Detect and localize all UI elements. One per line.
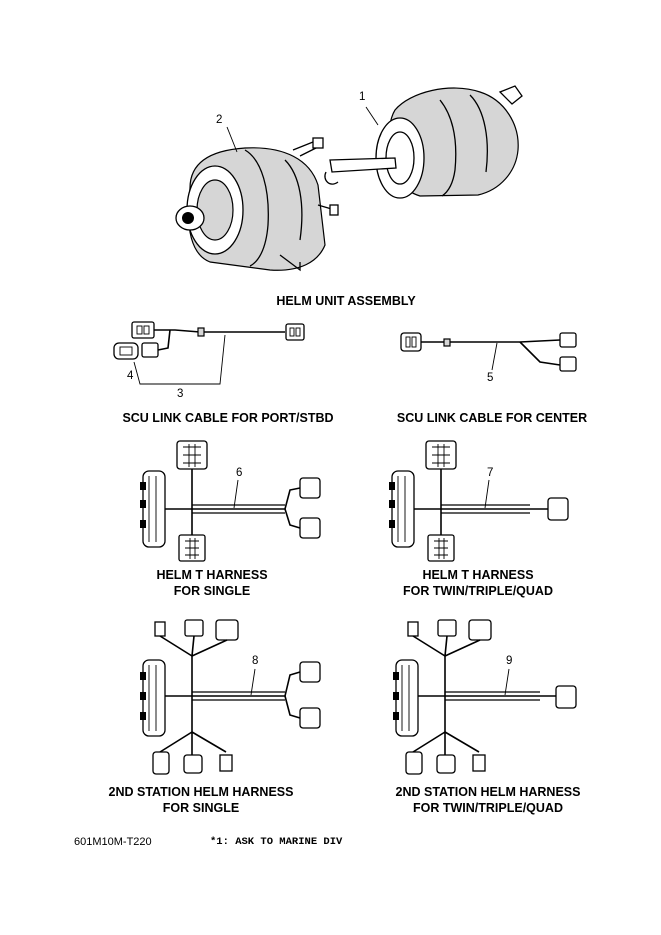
callout-8: 8 (252, 655, 259, 667)
callout-3: 3 (177, 388, 184, 400)
caption-second-station-twin-line2: FOR TWIN/TRIPLE/QUAD (413, 801, 563, 815)
callout-2: 2 (216, 114, 223, 126)
callout-4: 4 (127, 370, 134, 382)
leader-1 (365, 106, 379, 126)
caption-helm-t-single-line2: FOR SINGLE (173, 584, 251, 598)
footnote: *1: ASK TO MARINE DIV (210, 836, 343, 848)
caption-helm-t-twin-line1: HELM T HARNESS (422, 568, 534, 582)
caption-second-station-single-line2: FOR SINGLE (162, 801, 240, 815)
callout-6: 6 (236, 467, 243, 479)
diagram-code: 601M10M-T220 (74, 836, 152, 848)
second-station-harness-single (140, 619, 321, 775)
leader-9 (504, 668, 510, 696)
leader-3 (133, 334, 226, 385)
scu-link-cable-port-stbd (113, 321, 305, 360)
callout-9: 9 (506, 655, 513, 667)
second-station-harness-twin (393, 619, 577, 775)
leader-8 (250, 668, 256, 696)
helm-t-harness-twin (389, 440, 569, 562)
caption-second-station-single-line1: 2ND STATION HELM HARNESS (108, 785, 294, 799)
callout-1: 1 (359, 91, 366, 103)
callout-5: 5 (487, 372, 494, 384)
helm-pump-part-2 (175, 137, 339, 272)
caption-helm-unit-assembly: HELM UNIT ASSEMBLY (276, 294, 416, 308)
leader-2 (226, 126, 238, 153)
scu-link-cable-center (400, 332, 577, 372)
leader-5 (491, 342, 498, 371)
caption-helm-t-single-line1: HELM T HARNESS (156, 568, 268, 582)
leader-6 (233, 479, 239, 509)
caption-scu-port-stbd: SCU LINK CABLE FOR PORT/STBD (122, 411, 334, 425)
caption-second-station-twin-line1: 2ND STATION HELM HARNESS (395, 785, 581, 799)
helm-t-harness-single (140, 440, 321, 562)
caption-helm-t-twin-line2: FOR TWIN/TRIPLE/QUAD (403, 584, 553, 598)
helm-motor-part-1 (324, 85, 523, 199)
callout-7: 7 (487, 467, 494, 479)
leader-7 (484, 479, 490, 509)
caption-scu-center: SCU LINK CABLE FOR CENTER (396, 411, 588, 425)
